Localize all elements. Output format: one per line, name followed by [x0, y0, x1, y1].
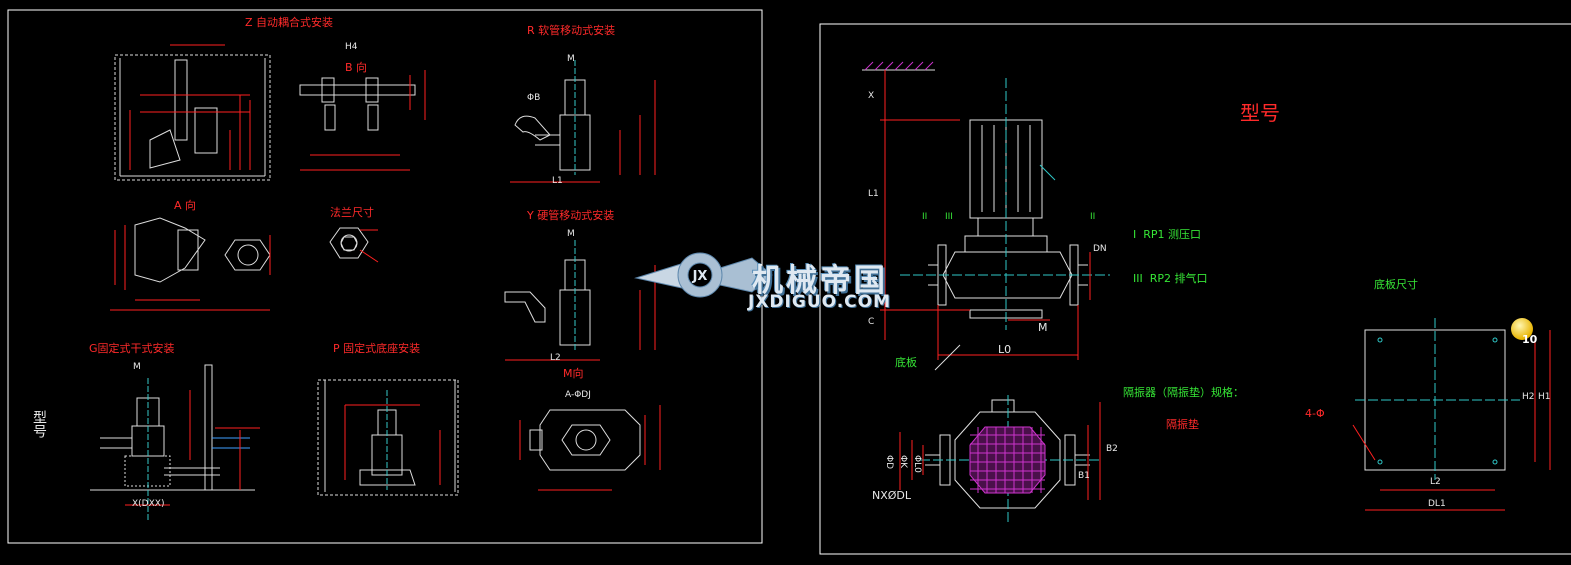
- r-soft-mobile-view: [510, 60, 656, 183]
- mark-ii-right: II: [1090, 212, 1096, 222]
- base-plate-view: [1352, 318, 1551, 511]
- dim-l1-r: L1: [552, 176, 563, 186]
- dim-phi-dj: A-ΦDJ: [565, 390, 591, 400]
- legend-mark: I: [1133, 228, 1137, 241]
- legend-code: RP1: [1143, 228, 1165, 241]
- m-direction-view: [519, 405, 661, 491]
- isolator-pad-grid: [969, 426, 1046, 494]
- view-title-p-fixed-base: P 固定式底座安装: [333, 342, 421, 355]
- badge-count: 10: [1522, 333, 1538, 346]
- dim-h1: H1: [1538, 392, 1551, 402]
- dim-h4: H4: [345, 42, 358, 52]
- dim-hole-4-phi: 4-Φ: [1305, 407, 1325, 420]
- y-hard-mobile-view: [504, 240, 656, 361]
- flange-view: [329, 227, 379, 263]
- right-sheet-frame: [819, 23, 1571, 555]
- dim-l2: L2: [1430, 477, 1441, 487]
- dim-x-dxx: X(DXX): [132, 499, 165, 509]
- p-fixed-base-view: [317, 379, 459, 496]
- legend-desc: 排气口: [1174, 272, 1208, 285]
- dim-phi-l0: ΦL0: [912, 455, 922, 473]
- lightbulb-icon[interactable]: [1511, 318, 1533, 340]
- dim-b2: B2: [1106, 444, 1118, 454]
- dim-m-g: M: [133, 362, 141, 372]
- label-base-plate: 底板: [895, 356, 917, 369]
- z-auto-coupling-view: [114, 44, 271, 181]
- dim-h2: H2: [1522, 392, 1535, 402]
- watermark-chinese: 机械帝国: [752, 263, 888, 299]
- dim-phi-k: ΦK: [898, 455, 908, 468]
- a-direction-view: [110, 217, 271, 311]
- g-fixed-dry-view: [90, 364, 260, 520]
- legend-desc: 测压口: [1168, 228, 1202, 241]
- watermark-emblem: JX: [634, 252, 773, 298]
- legend-item-rp2: III RP2 排气口: [1133, 273, 1208, 284]
- vertical-model-title: 型号: [31, 410, 47, 438]
- mark-ii-left: II: [922, 212, 928, 222]
- legend-item-rp1: I RP1 测压口: [1133, 229, 1201, 240]
- view-title-g-fixed-dry: G固定式干式安装: [89, 342, 175, 355]
- view-title-r-soft-mobile: R 软管移动式安装: [527, 24, 616, 37]
- label-base-plate-size: 底板尺寸: [1374, 278, 1418, 291]
- dim-dn: DN: [1093, 244, 1107, 254]
- view-title-flange-size: 法兰尺寸: [330, 206, 374, 219]
- dim-nxodl: NXØDL: [872, 489, 912, 502]
- dim-l2-y: L2: [550, 353, 561, 363]
- ceiling-hatch: [862, 61, 935, 71]
- dim-m-r: M: [567, 54, 575, 64]
- label-isolator-pad: 隔振垫: [1166, 418, 1199, 431]
- b-direction-view: [299, 70, 426, 171]
- watermark-url: JXDIGUO.COM: [748, 292, 892, 312]
- legend-mark: III: [1133, 272, 1143, 285]
- mark-iii-left: III: [945, 212, 953, 222]
- view-title-m-direction: M向: [563, 367, 584, 380]
- dim-m-y: M: [567, 229, 575, 239]
- pump-elevation: [880, 70, 1110, 371]
- dim-c: C: [868, 317, 875, 327]
- svg-text:JX: JX: [692, 269, 708, 284]
- dim-x: X: [868, 91, 875, 101]
- dim-b1: B1: [1078, 471, 1090, 481]
- dim-l0: L0: [998, 343, 1012, 356]
- view-title-a-direction: A 向: [174, 199, 197, 212]
- dim-phi-d: ΦD: [884, 455, 894, 470]
- view-title-y-hard-mobile: Y 硬管移动式安装: [527, 209, 615, 222]
- view-title-z-auto-coupling: Z 自动耦合式安装: [245, 16, 334, 29]
- legend-code: RP2: [1149, 272, 1172, 285]
- dim-m: M: [1038, 321, 1048, 334]
- dim-l1: L1: [868, 189, 879, 199]
- dim-dl1: DL1: [1428, 499, 1446, 509]
- view-title-b-direction: B 向: [345, 61, 368, 74]
- model-title: 型号: [1240, 101, 1280, 125]
- label-isolator-spec: 隔振器（隔振垫）规格：: [1123, 386, 1244, 399]
- dim-phi-b: ΦB: [527, 93, 541, 103]
